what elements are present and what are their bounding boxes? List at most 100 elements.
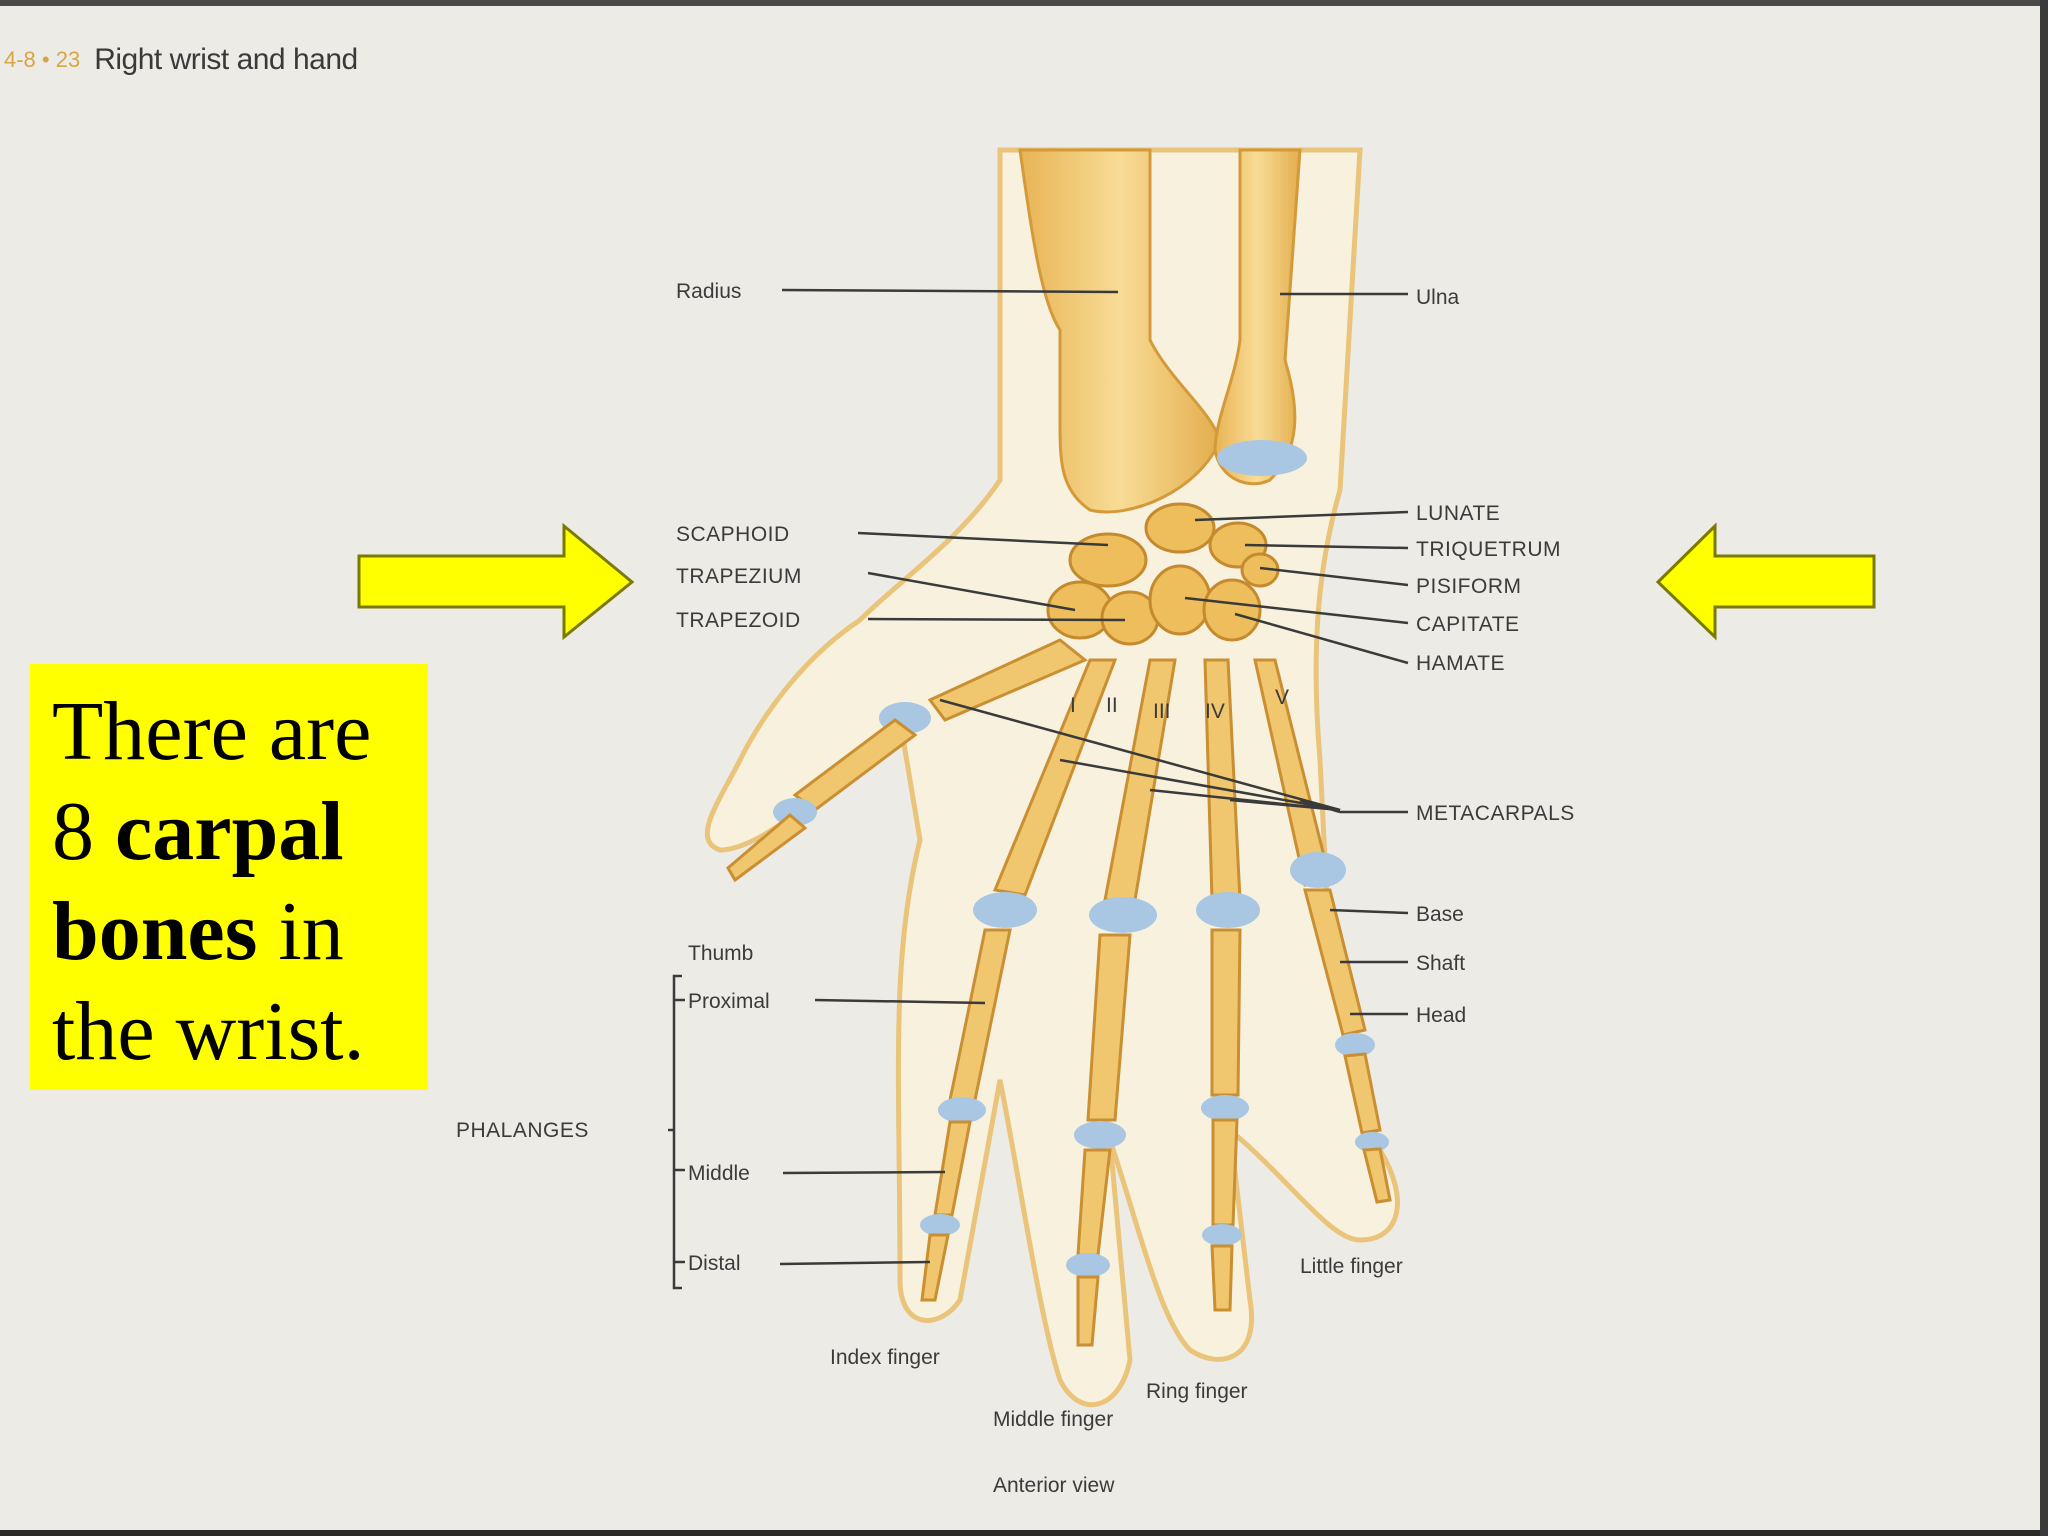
- label-metacarpals: METACARPALS: [1416, 802, 1575, 825]
- index-cartilage-3: [920, 1214, 960, 1236]
- lunate-leader: [1194, 510, 1409, 522]
- thumb-metacarpal: [927, 638, 1088, 722]
- bottom-border: [0, 1530, 2048, 1536]
- radius-bone: [1018, 148, 1222, 514]
- distal-leader: [779, 1260, 931, 1266]
- hamate-bone: [1202, 578, 1262, 642]
- middle-proximal: [1086, 933, 1132, 1122]
- callout-line-2: 8 carpal: [52, 782, 428, 882]
- scaphoid-leader: [857, 531, 1109, 547]
- ring-proximal: [1210, 928, 1242, 1097]
- callout-line-1: There are: [52, 682, 428, 782]
- index-cartilage-1: [973, 892, 1037, 928]
- label-middle: Middle: [688, 1162, 750, 1185]
- label-view: Anterior view: [993, 1474, 1115, 1497]
- left-arrow: [357, 522, 635, 641]
- ulna-bone: [1213, 148, 1302, 486]
- metacarpal-bones: [992, 658, 1332, 902]
- index-cartilage-2: [938, 1097, 986, 1123]
- lunate-bone: [1144, 502, 1216, 554]
- middle-distal: [1076, 1275, 1100, 1347]
- ring-cartilage-1: [1196, 892, 1260, 928]
- metacarpal-numeral-i: I: [1070, 694, 1076, 717]
- label-middle-finger: Middle finger: [993, 1408, 1113, 1431]
- right-arrow: [1655, 522, 1876, 641]
- thumb-bones: [726, 638, 1088, 883]
- finger-bones: [920, 852, 1392, 1347]
- carpal-bones: [1046, 502, 1280, 646]
- callout-text-part2: 8: [52, 785, 115, 878]
- callout-text-carpal: carpal: [115, 785, 344, 878]
- forearm-bones: [1018, 148, 1307, 514]
- label-pisiform: PISIFORM: [1416, 575, 1522, 598]
- metacarpal-ii: [992, 658, 1118, 897]
- figure-title: Right wrist and hand: [94, 43, 358, 76]
- label-distal: Distal: [688, 1252, 741, 1275]
- triquetrum-leader: [1244, 543, 1409, 550]
- middle-cartilage-3: [1066, 1253, 1110, 1277]
- callout-arrows: [357, 522, 1876, 641]
- trapezium-leader: [867, 571, 1076, 612]
- label-base: Base: [1416, 903, 1464, 926]
- thumb-distal-phalanx: [726, 813, 808, 883]
- index-distal: [920, 1233, 950, 1302]
- callout-text-part5: in: [257, 885, 344, 978]
- callout-text-part1: There are: [52, 685, 372, 778]
- phalanges-bracket: [672, 974, 682, 1290]
- label-index-finger: Index finger: [830, 1346, 940, 1369]
- callout-line-3: bones in: [52, 882, 428, 982]
- trapezoid-leader: [867, 617, 1126, 622]
- metacarpal-numeral-iii: III: [1153, 700, 1171, 723]
- label-trapezium: TRAPEZIUM: [676, 565, 802, 588]
- label-scaphoid: SCAPHOID: [676, 523, 790, 546]
- label-lunate: LUNATE: [1416, 502, 1500, 525]
- label-phalanges: PHALANGES: [456, 1119, 589, 1142]
- label-shaft: Shaft: [1416, 952, 1465, 975]
- little-cartilage-2: [1335, 1033, 1375, 1057]
- metacarpals-leader-2: [1059, 758, 1341, 812]
- ring-middle: [1211, 1118, 1239, 1227]
- label-little-finger: Little finger: [1300, 1255, 1403, 1278]
- callout-text-bones: bones: [52, 885, 258, 978]
- ulna-cartilage: [1217, 440, 1307, 476]
- callout-text: There are 8 carpal bones in the wrist.: [52, 682, 428, 1082]
- little-middle: [1343, 1052, 1382, 1135]
- metacarpals-leader-4: [1229, 798, 1341, 812]
- label-capitate: CAPITATE: [1416, 613, 1520, 636]
- top-border: [0, 0, 2048, 6]
- labels: Radius Ulna SCAPHOID TRAPEZIUM TRAPEZOID…: [456, 280, 1575, 1497]
- leader-lines: [668, 288, 1409, 1290]
- figure-caption: 4-8 • 23 Right wrist and hand: [4, 40, 358, 80]
- base-leader: [1329, 908, 1409, 915]
- ring-distal: [1210, 1244, 1234, 1312]
- figure-number: 4-8 • 23: [4, 47, 81, 72]
- label-thumb: Thumb: [688, 942, 753, 965]
- hamate-leader: [1234, 612, 1409, 665]
- label-hamate: HAMATE: [1416, 652, 1505, 675]
- label-head: Head: [1416, 1004, 1466, 1027]
- label-radius: Radius: [676, 280, 741, 303]
- pisiform-leader: [1259, 566, 1409, 587]
- little-cartilage-3: [1355, 1132, 1389, 1152]
- metacarpals-leader-1: [939, 698, 1341, 812]
- index-middle: [933, 1120, 972, 1217]
- callout-box: There are 8 carpal bones in the wrist.: [30, 664, 428, 1090]
- capitate-leader: [1184, 596, 1409, 625]
- label-ring-finger: Ring finger: [1146, 1380, 1248, 1403]
- radius-leader: [781, 288, 1119, 294]
- little-distal: [1362, 1147, 1392, 1204]
- label-trapezoid: TRAPEZOID: [676, 609, 801, 632]
- middle-cartilage-1: [1089, 897, 1157, 933]
- right-border: [2040, 0, 2048, 1536]
- callout-text-part6: the wrist.: [52, 985, 365, 1078]
- ring-cartilage-2: [1201, 1095, 1249, 1121]
- little-proximal: [1303, 888, 1367, 1037]
- little-cartilage-1: [1290, 852, 1346, 888]
- callout-line-4: the wrist.: [52, 982, 428, 1082]
- proximal-leader: [814, 998, 986, 1005]
- middle-leader: [782, 1170, 946, 1175]
- label-proximal: Proximal: [688, 990, 770, 1013]
- label-ulna: Ulna: [1416, 286, 1460, 309]
- metacarpals-leader-5: [1299, 798, 1341, 814]
